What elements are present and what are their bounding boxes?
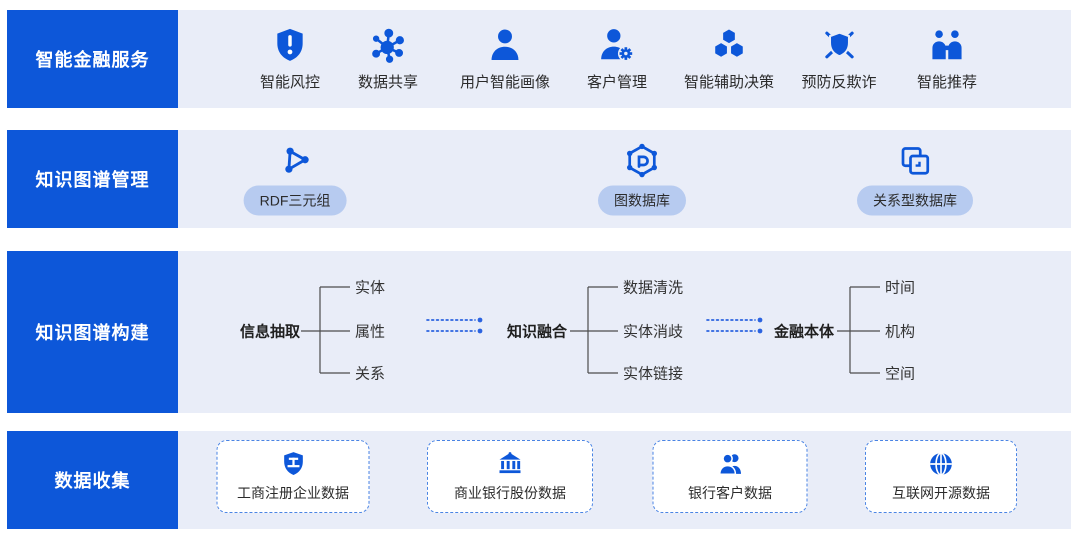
row-construction: 知识图谱构建 (7, 251, 1071, 413)
data-source-box: 工商注册企业数据 (216, 440, 370, 513)
triangle-graph-icon (277, 143, 313, 179)
service-label: 客户管理 (586, 74, 648, 91)
row-services-content: 智能风控 数据共享 用户智能画像 客户管理 (178, 10, 1071, 108)
service-item: 智能风控 (260, 26, 320, 92)
tree-leaf: 时间 (885, 279, 916, 297)
service-item: 数据共享 (358, 26, 418, 92)
row-management-title: 知识图谱管理 (7, 130, 178, 228)
row-construction-content: 信息抽取 实体 属性 关系 知识融合 数据清洗 实体消歧 实体链接 金融本体 时… (178, 251, 1071, 413)
tree-leaf: 属性 (355, 323, 386, 341)
tree-node: 知识融合 (506, 323, 568, 341)
service-label: 智能辅助决策 (683, 74, 775, 91)
service-label: 预防反欺诈 (801, 74, 877, 91)
service-label: 用户智能画像 (459, 74, 551, 91)
data-source-label: 互联网开源数据 (892, 485, 990, 501)
tree-leaf: 数据清洗 (623, 279, 684, 297)
bank-icon (496, 450, 524, 478)
row-management: 知识图谱管理 RDF三元组 图数据库 关系型数据库 (7, 130, 1071, 228)
row-collection-title: 数据收集 (7, 431, 178, 529)
tree-connectors (301, 286, 880, 374)
tree-leaf: 机构 (885, 323, 916, 341)
service-item: 客户管理 (587, 26, 647, 92)
service-item: 智能推荐 (917, 26, 977, 92)
row-services: 智能金融服务 智能风控 数据共享 用户智能画像 (7, 10, 1071, 108)
tree-leaf: 关系 (355, 365, 386, 383)
service-label: 数据共享 (357, 74, 419, 91)
hexagon-graph-db-icon (624, 143, 660, 179)
hexagon-cluster-icon (710, 26, 748, 64)
kg-item: 关系型数据库 (857, 143, 973, 216)
kg-badge: 关系型数据库 (857, 185, 973, 216)
kg-badge: 图数据库 (598, 185, 686, 216)
service-item: 智能辅助决策 (684, 26, 774, 92)
data-source-box: 银行客户数据 (652, 440, 808, 513)
tree-node: 信息抽取 (239, 323, 301, 341)
service-label: 智能风控 (259, 74, 321, 91)
tree-leaf: 实体链接 (623, 365, 684, 383)
row-services-title: 智能金融服务 (7, 10, 178, 108)
service-label: 智能推荐 (916, 74, 978, 91)
tree-leaf: 空间 (885, 365, 916, 383)
globe-icon (927, 450, 955, 478)
data-source-label: 银行客户数据 (688, 485, 772, 501)
user-gear-icon (598, 26, 636, 64)
shield-gong-icon (279, 450, 307, 478)
kg-badge: RDF三元组 (243, 185, 347, 216)
data-source-box: 商业银行股份数据 (427, 440, 593, 513)
customers-icon (716, 450, 744, 478)
overlapping-squares-icon (897, 143, 933, 179)
data-source-label: 工商注册企业数据 (237, 485, 349, 501)
kg-item: 图数据库 (598, 143, 686, 216)
shield-alert-icon (271, 26, 309, 64)
row-construction-title: 知识图谱构建 (7, 251, 178, 413)
shield-cross-icon (820, 26, 858, 64)
service-item: 预防反欺诈 (801, 26, 877, 92)
people-handshake-icon (928, 26, 966, 64)
row-collection: 数据收集 工商注册企业数据 商业银行股份数据 银行客户数据 (7, 431, 1071, 529)
data-source-box: 互联网开源数据 (865, 440, 1017, 513)
service-item: 用户智能画像 (460, 26, 550, 92)
tree-node: 金融本体 (773, 323, 835, 341)
tree-leaf: 实体 (355, 279, 386, 297)
user-icon (486, 26, 524, 64)
row-collection-content: 工商注册企业数据 商业银行股份数据 银行客户数据 互联网开源数据 (178, 431, 1071, 529)
row-management-content: RDF三元组 图数据库 关系型数据库 (178, 130, 1071, 228)
data-source-label: 商业银行股份数据 (454, 485, 566, 501)
tree-leaf: 实体消歧 (623, 323, 684, 341)
share-network-icon (369, 26, 407, 64)
kg-item: RDF三元组 (243, 143, 347, 216)
